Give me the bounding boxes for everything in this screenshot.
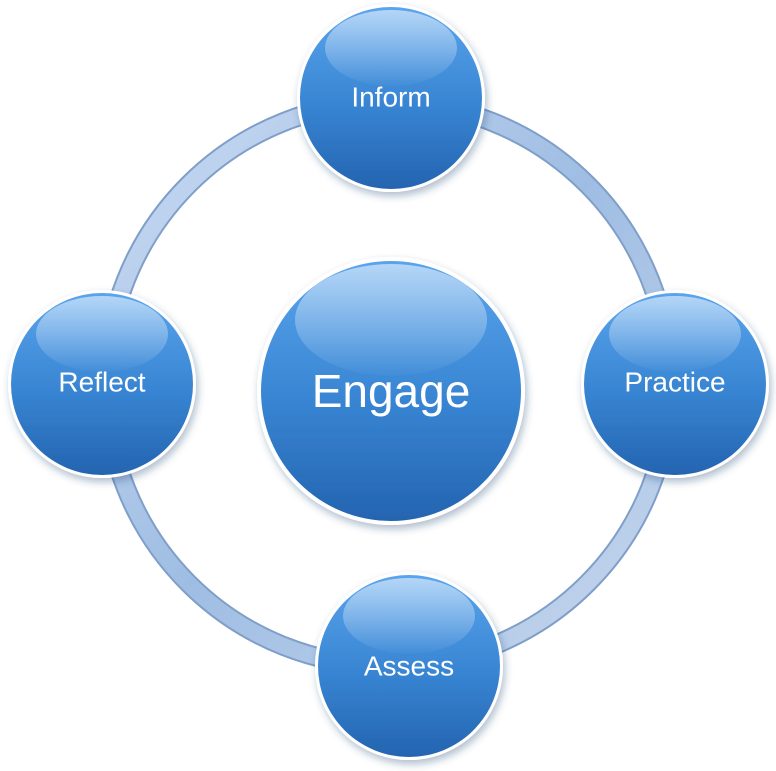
node-practice-label: Practice: [624, 367, 725, 398]
node-assess-label: Assess: [364, 651, 454, 682]
node-reflect-label: Reflect: [58, 367, 145, 398]
center-node-label: Engage: [312, 365, 471, 417]
node-reflect: [8, 290, 196, 478]
node-inform-label: Inform: [351, 82, 430, 113]
node-assess: [315, 572, 503, 760]
node-practice: [581, 290, 769, 478]
center-node-engage: [257, 257, 525, 525]
node-inform: [297, 4, 485, 192]
